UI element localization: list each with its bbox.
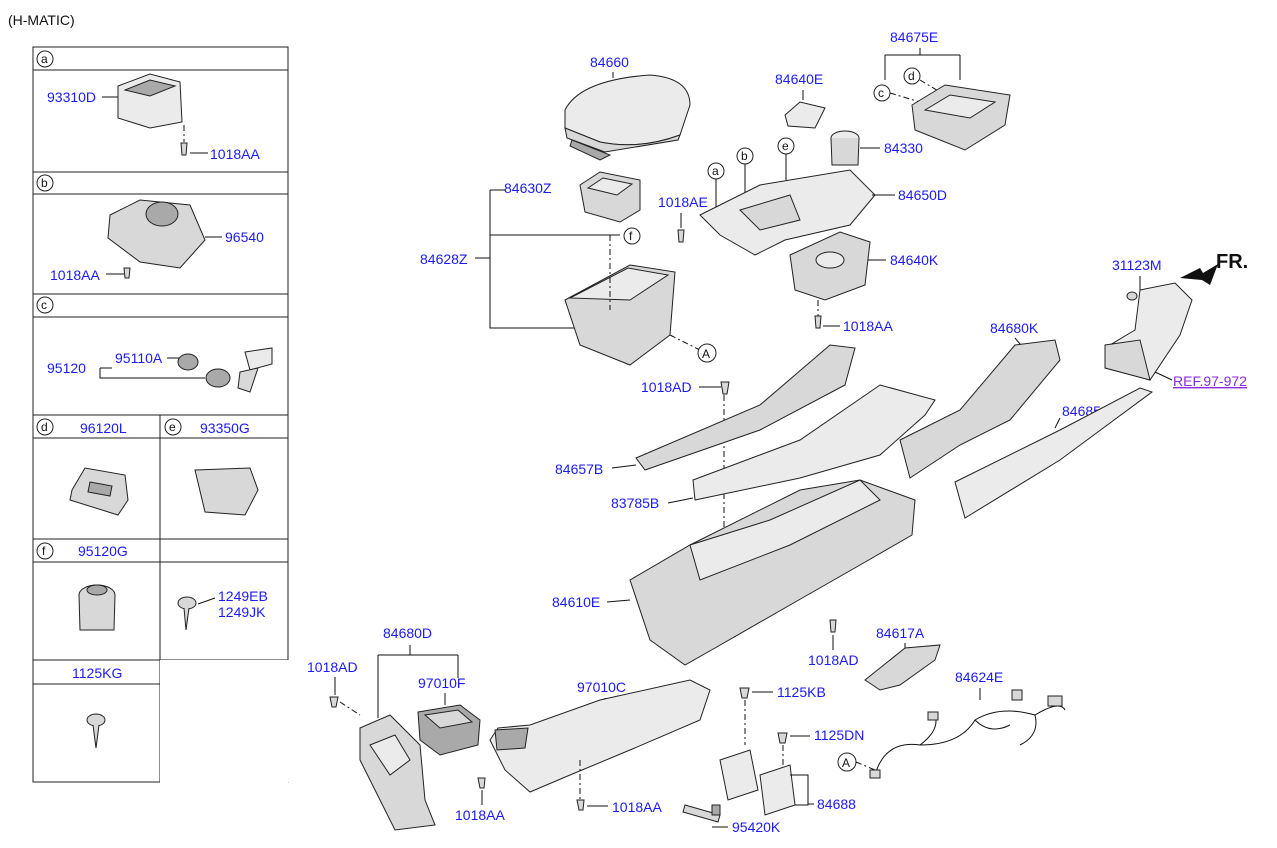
label-1125KB: 1125KB: [777, 684, 826, 700]
part-84685Q: 84685Q: [954, 387, 1154, 519]
part-84657B: 1018AD 84657B: [555, 344, 856, 560]
callout-d: d: [908, 69, 915, 83]
label-84657B: 84657B: [555, 461, 603, 477]
label-93350G: 93350G: [200, 420, 250, 436]
label-1018AD-c: 1018AD: [307, 659, 358, 675]
label-1249EB: 1249EB: [218, 588, 268, 604]
part-84630Z: 84630Z: [504, 171, 641, 223]
legend-c-letter: c: [41, 298, 47, 312]
label-1125DN: 1125DN: [814, 727, 864, 743]
reference-link[interactable]: REF.97-972: [1173, 373, 1247, 389]
label-95120: 95120: [47, 360, 86, 376]
part-84617A: 84617A: [864, 625, 941, 691]
legend-b: b 96540 1018AA: [36, 174, 264, 283]
label-84675E: 84675E: [890, 29, 938, 45]
part-84628Z: f 84628Z A: [420, 189, 717, 366]
front-direction: FR.: [1180, 251, 1248, 285]
part-84650D: a b e 84650D: [699, 137, 947, 256]
part-84640K: 84640K 1018AA: [789, 231, 939, 334]
label-95110A: 95110A: [115, 350, 163, 366]
part-84640E: 84640E: [775, 71, 826, 129]
label-84624E: 84624E: [955, 669, 1003, 685]
label-84628Z: 84628Z: [420, 251, 468, 267]
label-95120G: 95120G: [78, 543, 128, 559]
legend-b-letter: b: [41, 176, 48, 190]
legend-1125KG: 1125KG: [72, 665, 122, 749]
label-1018AA-main-b: 1018AA: [455, 807, 505, 823]
screw-icon: [180, 142, 188, 156]
label-84660: 84660: [590, 54, 629, 70]
label-1249JK: 1249JK: [218, 604, 266, 620]
callout-A-2: A: [842, 756, 850, 770]
label-84640K: 84640K: [890, 252, 939, 268]
front-arrow-icon: [1180, 264, 1218, 285]
label-96540: 96540: [225, 229, 264, 245]
socket-shape: [177, 353, 199, 371]
label-1018AD-a: 1018AD: [641, 379, 692, 395]
callout-f: f: [629, 229, 633, 243]
label-1018AA-a: 1018AA: [210, 146, 260, 162]
label-84630Z: 84630Z: [504, 180, 552, 196]
part-84680K: 84680K: [899, 320, 1061, 479]
legend-f-letter: f: [42, 544, 46, 558]
part-84610E: 84610E 1018AD: [552, 479, 916, 668]
legend-a-letter: a: [41, 52, 48, 66]
part-84330: 84330: [830, 130, 923, 166]
part-97010F: 97010F: [417, 675, 481, 756]
part-31123M: 31123M REF.97-972: [1104, 257, 1247, 389]
callout-b: b: [741, 149, 748, 163]
shifter-shape: [107, 199, 206, 269]
part-1018AE: 1018AE: [658, 194, 708, 243]
label-84680K: 84680K: [990, 320, 1039, 336]
label-84640E: 84640E: [775, 71, 823, 87]
label-83785B: 83785B: [611, 495, 659, 511]
callout-a: a: [712, 164, 719, 178]
part-83785B: 83785B: [611, 384, 936, 511]
label-1018AE: 1018AE: [658, 194, 708, 210]
label-97010C: 97010C: [577, 679, 626, 695]
callout-e: e: [782, 139, 789, 153]
label-93310D: 93310D: [47, 89, 96, 105]
label-1018AD-b: 1018AD: [808, 652, 859, 668]
label-84650D: 84650D: [898, 187, 947, 203]
part-84624E: 84624E A: [837, 669, 1066, 779]
label-84680D: 84680D: [383, 625, 432, 641]
switch-shape: [194, 467, 259, 516]
label-97010F: 97010F: [418, 675, 465, 691]
label-1125KG: 1125KG: [72, 665, 122, 681]
callout-c: c: [878, 86, 884, 100]
label-96120L: 96120L: [80, 420, 127, 436]
screw-icon: [123, 267, 131, 279]
label-1018AA-b: 1018AA: [50, 267, 100, 283]
label-84617A: 84617A: [876, 625, 925, 641]
part-84675E: 84675E d c: [873, 29, 1011, 151]
front-label: FR.: [1216, 251, 1248, 273]
label-95420K: 95420K: [732, 819, 781, 835]
label-84610E: 84610E: [552, 594, 600, 610]
label-84688: 84688: [817, 796, 856, 812]
legend-d-e: d 96120L e 93350G: [36, 418, 259, 516]
legend-e-letter: e: [169, 420, 176, 434]
legend-d-letter: d: [41, 420, 48, 434]
armrest-84660: 84660: [564, 54, 691, 161]
label-1018AA-main-c: 1018AA: [612, 799, 662, 815]
legend-c: c 95120 95110A: [36, 296, 273, 393]
legend-a: a 93310D 1018AA: [36, 50, 260, 162]
label-84330: 84330: [884, 140, 923, 156]
part-brackets: 1125KB 1125DN 84688 95420K: [682, 684, 864, 835]
part-84680D: 84680D 1018AD: [307, 625, 459, 831]
legend-grid: [32, 46, 289, 783]
part-97010C: 97010C 1018AA 1018AA: [455, 679, 711, 823]
label-1018AA-main-a: 1018AA: [843, 318, 893, 334]
legend-f: f 95120G 1249EB 1249JK: [36, 542, 268, 631]
diagram-title: (H-MATIC): [8, 12, 75, 28]
label-31123M: 31123M: [1112, 257, 1162, 273]
callout-A-1: A: [702, 347, 710, 361]
